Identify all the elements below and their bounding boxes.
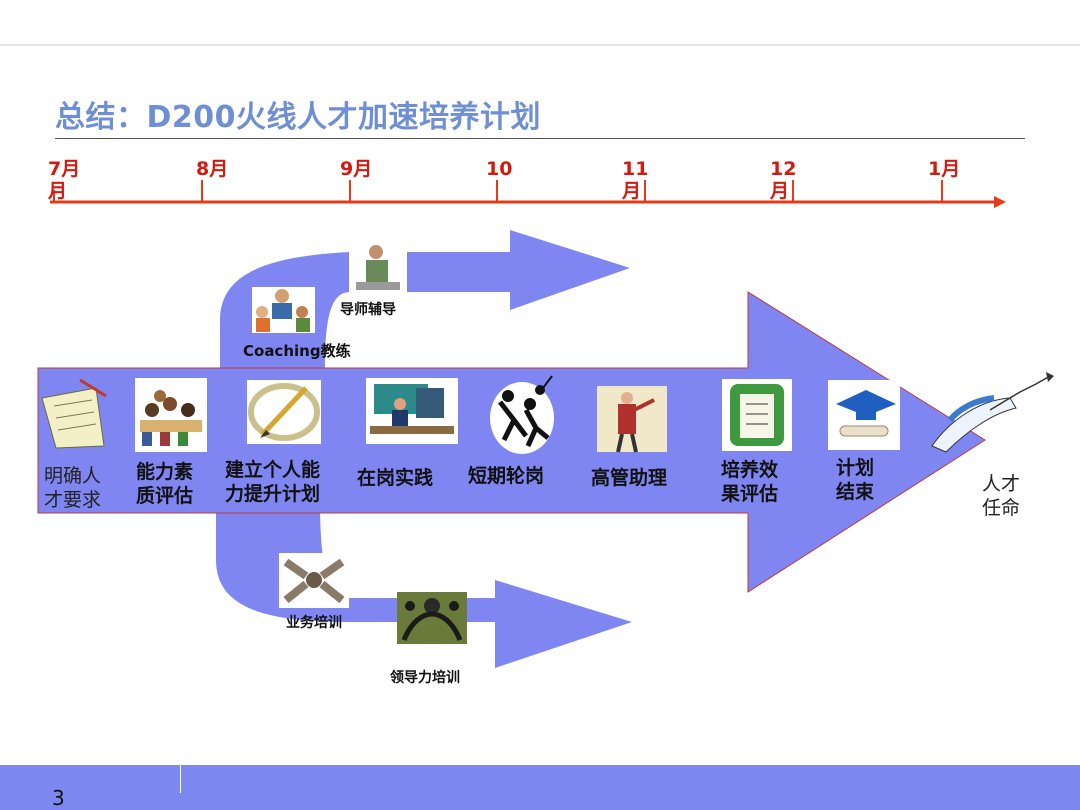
business-training-label: 业务培训 xyxy=(286,612,342,632)
desk-worker-icon xyxy=(366,378,458,444)
graduation-cap-icon xyxy=(828,380,900,450)
stage-label: 建立个人能 力提升计划 xyxy=(225,458,320,506)
month-label: 8月 xyxy=(196,158,228,180)
stage-label: 短期轮岗 xyxy=(468,464,544,488)
stage-label: 明确人 才要求 xyxy=(44,464,101,512)
footer-bar xyxy=(0,765,1080,810)
mentor-label: 导师辅导 xyxy=(340,299,396,319)
mentor-icon xyxy=(349,236,407,298)
footer-divider xyxy=(180,765,181,793)
month-label: 10 xyxy=(486,158,512,180)
stage-label: 计划 结束 xyxy=(836,456,874,504)
business-training-icon xyxy=(279,553,349,608)
coaching-icon xyxy=(252,287,315,333)
stage-label: 能力素 质评估 xyxy=(136,460,193,508)
stage-label: 人才 任命 xyxy=(982,472,1020,520)
stage-label: 培养效 果评估 xyxy=(721,458,778,506)
meeting-group-icon xyxy=(135,378,207,452)
stage-label: 高管助理 xyxy=(591,466,667,490)
success-hand-icon xyxy=(932,372,1054,452)
month-label: 12 月 xyxy=(770,158,796,202)
month-label: 9月 xyxy=(340,158,372,180)
timeline-ticks xyxy=(54,180,942,202)
coaching-label: Coaching教练 xyxy=(243,340,351,361)
page-number: 3 xyxy=(52,786,65,810)
notepad-icon xyxy=(722,379,792,451)
leadership-training-label: 领导力培训 xyxy=(390,667,460,687)
timeline-arrowhead xyxy=(994,196,1006,208)
month-label: 11 月 xyxy=(622,158,648,202)
month-label: 1月 xyxy=(928,158,960,180)
compass-icon xyxy=(247,380,321,444)
executive-icon xyxy=(597,386,667,452)
stage-label: 在岗实践 xyxy=(357,466,433,490)
month-label: 7月 月 xyxy=(48,158,80,202)
leadership-training-icon xyxy=(397,592,467,644)
